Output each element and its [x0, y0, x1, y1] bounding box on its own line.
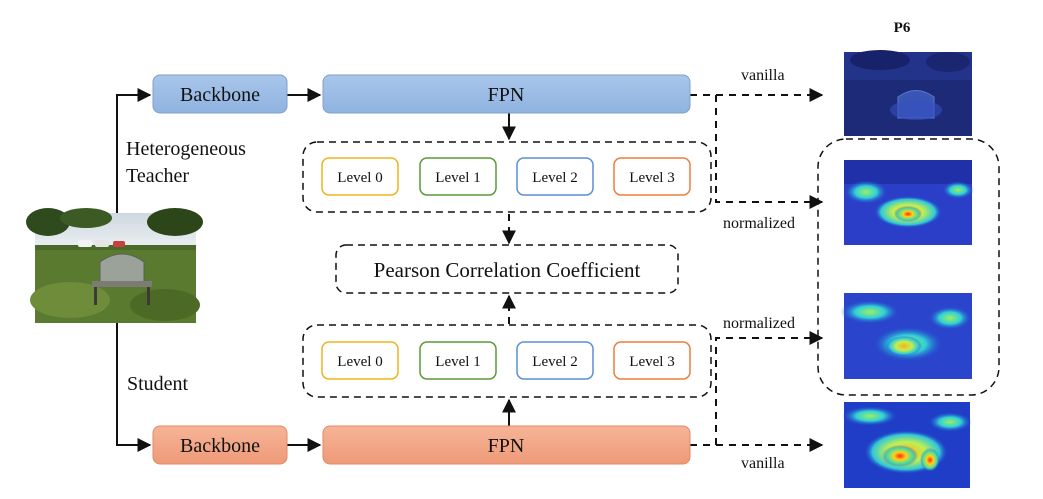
teacher-backbone-label: Backbone: [180, 84, 260, 106]
pcc-label: Pearson Correlation Coefficient: [374, 258, 641, 282]
student-level-1-box: [419, 341, 497, 380]
student-level-0-box: [321, 341, 399, 380]
student-backbone-box: Backbone: [152, 425, 288, 465]
student-levels-group: [302, 324, 712, 398]
student-level-2-box: [516, 341, 594, 380]
dashed-connectors: [502, 88, 824, 452]
teacher-level-1-box: [419, 157, 497, 196]
student-fpn-box: FPN: [322, 425, 691, 465]
vanilla-bottom-label: vanilla: [741, 455, 785, 472]
teacher-level-0-label: Level 0: [337, 170, 382, 186]
student-vanilla-heatmap: [842, 402, 972, 488]
student-normalized-arrow: [715, 331, 824, 445]
normalized-student-label: normalized: [723, 315, 795, 332]
student-backbone-label: Backbone: [180, 435, 260, 457]
teacher-label-line2: Teacher: [126, 165, 189, 187]
student-levels: Level 0 Level 1 Level 2 Level 3: [321, 341, 691, 380]
teacher-label-line1: Heterogeneous: [126, 138, 246, 160]
teacher-normalized-heatmap: [844, 160, 974, 245]
teacher-level-3-box: [613, 157, 691, 196]
teacher-levels: Level 0 Level 1 Level 2 Level 3: [321, 157, 691, 196]
teacher-level-2-box: [516, 157, 594, 196]
maps-title: P6: [894, 20, 911, 36]
teacher-level-3-label: Level 3: [629, 170, 674, 186]
teacher-backbone-box: Backbone: [152, 74, 288, 114]
teacher-normalized-arrow: [715, 95, 824, 209]
student-level-0-label: Level 0: [337, 354, 382, 370]
image-to-student-line: [116, 323, 152, 452]
teacher-levels-group: [302, 141, 712, 213]
teacher-level-2-label: Level 2: [532, 170, 577, 186]
teacher-level-0-box: [321, 157, 399, 196]
connectors: [116, 88, 516, 452]
teacher-vanilla-heatmap: [844, 50, 972, 136]
input-image: [26, 208, 203, 323]
student-label: Student: [127, 373, 189, 395]
pcc-box: [335, 244, 679, 294]
student-fpn-label: FPN: [488, 435, 525, 457]
student-normalized-heatmap: [840, 293, 972, 379]
image-to-teacher-line: [116, 88, 152, 213]
student-level-3-box: [613, 341, 691, 380]
student-level-3-label: Level 3: [629, 354, 674, 370]
normalized-maps-group: [817, 138, 1000, 396]
teacher-fpn-box: FPN: [322, 74, 691, 114]
normalized-teacher-label: normalized: [723, 215, 795, 232]
teacher-fpn-label: FPN: [488, 84, 525, 106]
teacher-level-1-label: Level 1: [435, 170, 480, 186]
vanilla-top-label: vanilla: [741, 67, 785, 84]
student-level-1-label: Level 1: [435, 354, 480, 370]
student-level-2-label: Level 2: [532, 354, 577, 370]
